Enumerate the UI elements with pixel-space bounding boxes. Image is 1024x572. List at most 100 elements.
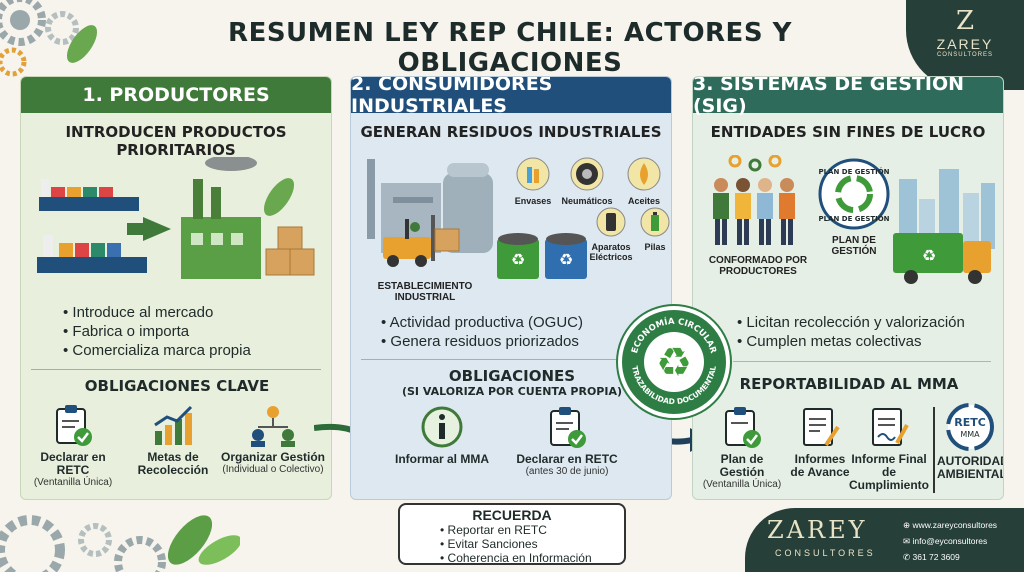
list-item: Introduce al mercado	[63, 303, 251, 322]
report-sub: (Ventanilla Única)	[702, 479, 782, 490]
panel-subheading: ENTIDADES SIN FINES DE LUCRO	[710, 123, 986, 141]
obligation-retc: Declarar en RETC (Ventanilla Única)	[23, 403, 123, 489]
recycle-icon: ♻	[644, 332, 704, 392]
obligation-declarar: Declarar en RETC (antes 30 de junio)	[507, 405, 627, 478]
report-label: Informe Final de Cumplimiento	[849, 452, 929, 492]
divider	[933, 407, 935, 493]
panel-heading: 1. PRODUCTORES	[21, 77, 331, 113]
list-item: Cumplen metas colectivas	[737, 332, 965, 351]
product-label: Pilas	[644, 242, 666, 252]
info-icon	[421, 406, 463, 448]
circular-economy-badge: ECONOMÍA CIRCULAR TRAZABILIDAD DOCUMENTA…	[618, 306, 730, 418]
management-plan-seal-icon: PLAN DE GESTIÓN PLAN DE GESTIÓN	[818, 158, 890, 230]
authority-badge: RETC MMA AUTORIDAD AMBIENTAL	[937, 403, 1003, 481]
consumidores-bullets: Actividad productiva (OGUC) Genera resid…	[381, 313, 583, 351]
list-item: Comercializa marca propia	[63, 341, 250, 360]
obligation-sub: (Individual o Colectivo)	[222, 464, 324, 475]
product-aparatos: Aparatos Eléctricos	[585, 207, 637, 262]
report-plan-gestion: Plan de Gestión (Ventanilla Única)	[697, 405, 787, 491]
report-final: Informe Final de Cumplimiento	[849, 405, 929, 492]
divider	[361, 359, 661, 360]
clipboard-check-icon	[56, 405, 92, 446]
facility-label: ESTABLECIMIENTO INDUSTRIAL	[377, 281, 473, 303]
report-avance: Informes de Avance	[787, 405, 853, 479]
obligation-label: Declarar en RETC	[516, 452, 618, 466]
obligation-metas: Metas de Recolección	[133, 403, 213, 477]
gears-decoration-bottom-left	[0, 515, 240, 572]
corner-logo: Z ZAREY CONSULTORES	[906, 0, 1024, 90]
phone-icon	[596, 207, 626, 237]
reminder-box: RECUERDA Reportar en RETC Evitar Sancion…	[398, 503, 626, 565]
divider	[733, 361, 991, 362]
panel-subheading: INTRODUCEN PRODUCTOS PRIORITARIOS	[65, 123, 287, 159]
list-item: Fabrica o importa	[63, 322, 251, 341]
gears-decoration-top-left	[0, 0, 98, 77]
panel-sig: 3. SISTEMAS DE GESTIÓN (SIG) ENTIDADES S…	[692, 76, 1004, 500]
footer-brand-name: ZAREY	[767, 516, 868, 544]
email-link[interactable]: ✉ info@eyconsultores	[903, 536, 987, 547]
obligation-label: Metas de Recolección	[137, 450, 209, 477]
svg-text:♻: ♻	[656, 340, 692, 386]
product-aceites: Aceites	[619, 157, 669, 206]
obligation-sub: (antes 30 de junio)	[525, 466, 609, 477]
footer-brand: ZAREY CONSULTORES ⊕ www.zareyconsultores…	[745, 508, 1024, 572]
panel-productores: 1. PRODUCTORES INTRODUCEN PRODUCTOS PRIO…	[20, 76, 332, 500]
footer-brand-sub: CONSULTORES	[775, 548, 876, 558]
reminder-list: Reportar en RETC Evitar Sanciones Cohere…	[440, 523, 624, 565]
report-heading: REPORTABILIDAD AL MMA	[739, 375, 959, 393]
reminder-heading: RECUERDA	[472, 507, 552, 523]
panel-subheading: GENERAN RESIDUOS INDUSTRIALES	[360, 123, 662, 141]
globe-icon: ⊕	[903, 520, 913, 530]
obligations-heading: OBLIGACIONES (SI VALORIZA POR CUENTA PRO…	[351, 367, 671, 398]
plan-label: PLAN DE GESTIÓN	[831, 235, 877, 257]
website-text: www.zareyconsultores	[912, 520, 998, 530]
productores-bullets: Introduce al mercado Fabrica o importa C…	[63, 303, 251, 360]
obligation-label: Informar al MMA	[394, 452, 489, 466]
ships-factory-illustration	[37, 157, 315, 279]
email-text: info@eyconsultores	[912, 536, 988, 546]
product-envases: Envases	[507, 157, 559, 206]
bottles-icon	[516, 157, 550, 191]
obligations-title: OBLIGACIONES	[448, 367, 576, 385]
divider	[31, 369, 321, 370]
recycling-bins-icon: ♻ ♻	[497, 233, 587, 279]
list-item: Coherencia en Información	[440, 551, 624, 565]
obligation-gestion: Organizar Gestión (Individual o Colectiv…	[215, 403, 331, 476]
phone-icon: ✆	[903, 552, 913, 562]
panel-consumidores: 2. CONSUMIDORES INDUSTRIALES GENERAN RES…	[350, 76, 672, 500]
badge-bottom-text: MMA	[960, 430, 980, 439]
list-item: Reportar en RETC	[440, 523, 624, 537]
clipboard-check-icon	[550, 407, 586, 448]
product-neumaticos: Neumáticos	[559, 157, 615, 206]
oil-drop-icon	[627, 157, 661, 191]
phone-link[interactable]: ✆ 361 72 3609	[903, 552, 960, 563]
product-label: Aparatos Eléctricos	[589, 242, 633, 262]
obligation-informar: Informar al MMA	[387, 405, 497, 466]
product-label: Neumáticos	[561, 196, 613, 206]
svg-text:♻: ♻	[511, 250, 525, 269]
obligation-sub: (Ventanilla Única)	[33, 477, 113, 488]
document-sign-icon	[872, 408, 909, 446]
mail-icon: ✉	[903, 536, 913, 546]
seal-text-bottom: PLAN DE GESTIÓN	[818, 214, 889, 223]
obligation-label: Organizar Gestión	[220, 450, 326, 464]
obligations-heading: OBLIGACIONES CLAVE	[84, 377, 270, 395]
logo-name: ZAREY	[936, 36, 994, 52]
document-edit-icon	[803, 408, 840, 447]
website-link[interactable]: ⊕ www.zareyconsultores	[903, 520, 997, 531]
page-title: RESUMEN LEY REP CHILE: ACTORES Y OBLIGAC…	[228, 18, 792, 78]
group-label: CONFORMADO POR PRODUCTORES	[708, 255, 808, 277]
clipboard-check-icon	[725, 407, 761, 448]
city-truck-illustration: ♻	[893, 169, 995, 284]
panel-heading: 2. CONSUMIDORES INDUSTRIALES	[351, 77, 671, 117]
producers-group-illustration	[713, 155, 795, 245]
battery-icon	[640, 207, 670, 237]
svg-text:♻: ♻	[559, 250, 573, 269]
growth-chart-icon	[154, 405, 193, 445]
product-label: Envases	[514, 196, 552, 206]
team-network-icon	[251, 406, 295, 447]
seal-text-top: PLAN DE GESTIÓN	[818, 167, 889, 176]
tire-icon	[570, 157, 604, 191]
industrial-facility-illustration	[367, 159, 493, 267]
panel-heading: 3. SISTEMAS DE GESTIÓN (SIG)	[693, 77, 1003, 117]
